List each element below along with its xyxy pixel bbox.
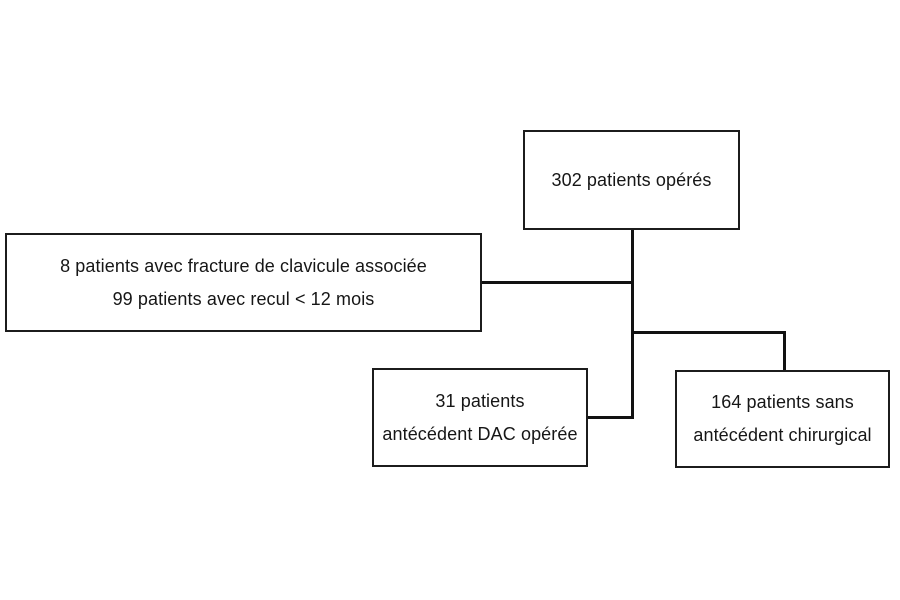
- connector-trunk-vertical: [631, 230, 634, 419]
- connector-excluded-branch: [480, 281, 632, 284]
- node-no-surgical-history-patients-line1: 164 patients sans: [711, 392, 854, 412]
- node-excluded-patients-line1: 8 patients avec fracture de clavicule as…: [60, 255, 427, 276]
- connector-right-horizontal: [631, 331, 786, 334]
- node-operated-patients-label: 302 patients opérés: [551, 169, 712, 190]
- connector-dac-branch: [586, 416, 632, 419]
- node-dac-history-patients-line1: 31 patients: [435, 390, 525, 411]
- node-no-surgical-history-patients-line2: antécédent chirurgical: [693, 425, 872, 445]
- node-excluded-patients-line2: 99 patients avec recul < 12 mois: [112, 288, 375, 309]
- node-excluded-patients: 8 patients avec fracture de clavicule as…: [5, 233, 482, 332]
- node-dac-history-patients: 31 patients antécédent DAC opérée: [372, 368, 588, 467]
- node-operated-patients: 302 patients opérés: [523, 130, 740, 230]
- connector-right-vertical: [783, 331, 786, 372]
- node-dac-history-patients-line2: antécédent DAC opérée: [382, 423, 578, 444]
- node-no-surgical-history-patients: 164 patients sans antécédent chirurgical: [675, 370, 890, 468]
